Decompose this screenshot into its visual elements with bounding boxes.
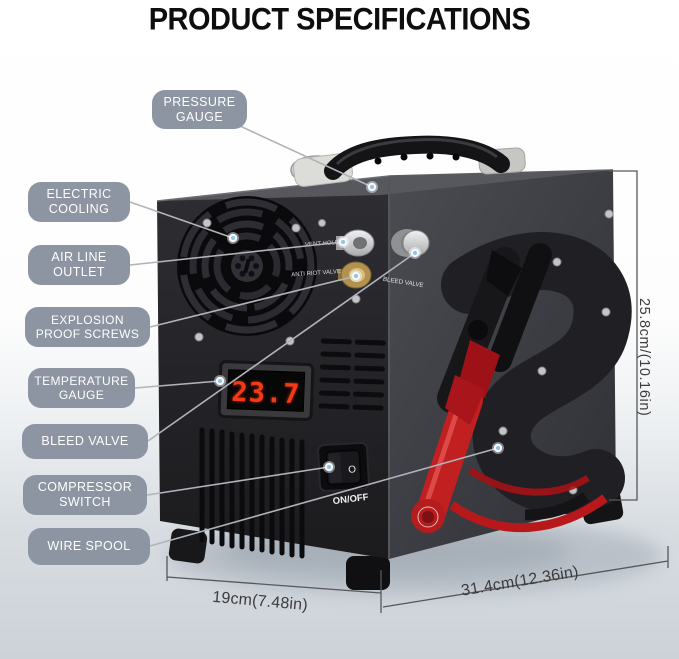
callout-dot-explosion-proof-screws xyxy=(350,270,362,282)
dimension-lines xyxy=(166,170,669,613)
callout-dot-bleed-valve xyxy=(409,247,421,259)
callout-dot-pressure-gauge xyxy=(366,181,378,193)
wire-spool xyxy=(441,209,632,515)
callout-compressor-switch: COMPRESSOR SWITCH xyxy=(23,475,147,515)
temperature-display: 23.7 23.7 xyxy=(217,360,315,421)
battery-clamp-red xyxy=(411,340,500,533)
height-dimension-label: 25.8cm/(10.16in) xyxy=(636,298,652,417)
callout-label-line: ELECTRIC xyxy=(46,187,112,202)
callout-label-line: EXPLOSION xyxy=(51,312,124,327)
vent-fitting xyxy=(336,229,375,257)
callout-label-line: OUTLET xyxy=(53,265,105,279)
callout-label-line: AIR LINE xyxy=(51,250,107,265)
callout-label-line: BLEED VALVE xyxy=(41,434,129,449)
svg-text:23.7: 23.7 xyxy=(231,377,301,410)
device-top-edge xyxy=(156,175,390,202)
callout-label-line: GAUGE xyxy=(58,388,105,402)
carry-handle xyxy=(293,135,526,187)
callout-explosion-proof-screws: EXPLOSION PROOF SCREWS xyxy=(25,307,150,347)
callout-label-line: WIRE SPOOL xyxy=(47,539,131,554)
callout-bleed-valve: BLEED VALVE xyxy=(22,424,148,459)
depth-dimension-line xyxy=(166,576,382,594)
leader-lines xyxy=(129,125,499,547)
width-dimension-line xyxy=(382,560,669,608)
power-switch: O xyxy=(317,442,370,492)
callout-pressure-gauge: PRESSURE GAUGE xyxy=(152,90,247,129)
device-top-face xyxy=(157,170,613,201)
callout-dot-temperature-gauge xyxy=(214,375,226,387)
callout-label-line: COOLING xyxy=(48,202,110,216)
switch-o-symbol: O xyxy=(348,464,357,475)
device-foot xyxy=(346,556,390,590)
callout-temperature-gauge: TEMPERATURE GAUGE xyxy=(28,368,135,408)
height-dimension-bracket xyxy=(609,170,638,501)
callout-dot-compressor-switch xyxy=(323,461,335,473)
callout-label-line: PROOF SCREWS xyxy=(35,327,140,341)
callout-label-line: COMPRESSOR xyxy=(37,480,133,495)
callout-label-line: TEMPERATURE xyxy=(34,373,129,388)
callout-dot-wire-spool xyxy=(492,442,504,454)
callout-label-line: GAUGE xyxy=(175,109,224,124)
panel-screws xyxy=(194,218,361,346)
vent-slats-horizontal xyxy=(318,338,386,411)
on-off-marking: ON/OFF xyxy=(332,492,369,507)
anti-riot-valve-marking: ANTI RIOT VALVE xyxy=(291,269,341,278)
callout-dot-air-line-outlet xyxy=(337,236,349,248)
callout-label-line: SWITCH xyxy=(59,495,111,509)
compressor-device: VENT HOLE ANTI RIOT VALVE BLEED VALVE 23… xyxy=(156,135,632,590)
callout-label-line: PRESSURE xyxy=(163,94,236,109)
callout-dots xyxy=(214,181,504,473)
callout-air-line-outlet: AIR LINE OUTLET xyxy=(28,245,130,285)
led-digits: 23.7 xyxy=(231,377,301,410)
callout-electric-cooling: ELECTRIC COOLING xyxy=(28,182,130,222)
callout-dot-electric-cooling xyxy=(227,232,239,244)
page-title: PRODUCT SPECIFICATIONS xyxy=(148,2,531,38)
spool-cable xyxy=(449,467,608,533)
callout-wire-spool: WIRE SPOOL xyxy=(28,528,150,565)
